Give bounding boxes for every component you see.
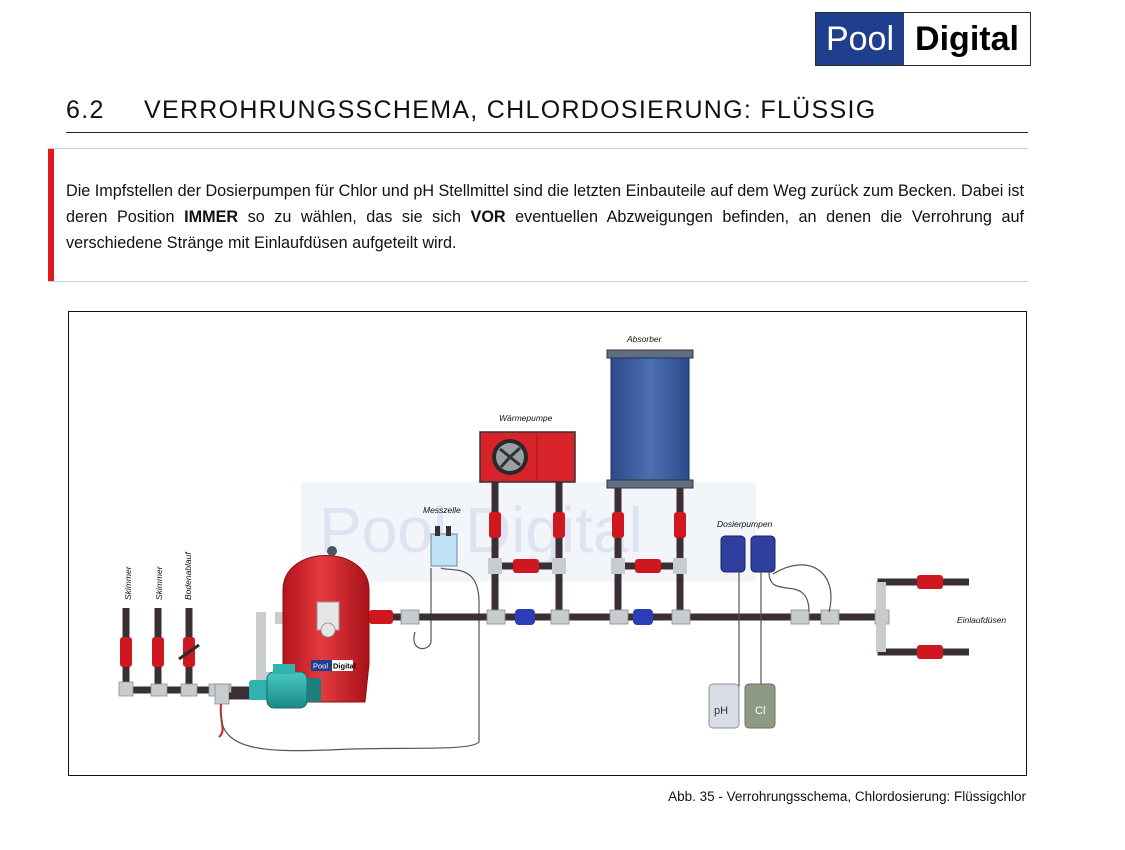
label-waermepumpe: Wärmepumpe xyxy=(499,413,553,423)
watermark-text: Pool Digital xyxy=(319,494,643,566)
sample-line-return xyxy=(220,602,480,752)
canister-cl-label: Cl xyxy=(755,705,765,717)
note-text-1: Die Impfstellen der Dosierpumpen für Chl… xyxy=(66,182,1024,226)
measuring-cell xyxy=(430,526,458,567)
suction-fittings xyxy=(118,681,232,705)
note-paragraph: Die Impfstellen der Dosierpumpen für Chl… xyxy=(66,178,1024,256)
logo-part-pool: Pool xyxy=(816,13,904,65)
figure-caption: Abb. 35 - Verrohrungsschema, Chlordosier… xyxy=(668,789,1026,804)
sample-line-cell xyxy=(413,568,432,650)
filter-logo-digital: Digital xyxy=(333,662,356,671)
note-bold-vor: VOR xyxy=(470,208,506,226)
note-accent-bar xyxy=(48,149,54,281)
note-text-3: eventuellen Abzweigungen befinden, an de… xyxy=(66,208,1024,252)
canister-ph-label: pH xyxy=(714,705,728,717)
label-bodenablauf: Bodenablauf xyxy=(183,551,193,600)
label-absorber: Absorber xyxy=(626,334,663,344)
sample-line-cell-2 xyxy=(440,567,480,603)
chemical-canisters: pH Cl xyxy=(708,683,776,729)
label-einlaufduesen: Einlaufdüsen xyxy=(957,615,1006,625)
heat-pump-valves xyxy=(488,512,566,574)
pool-digital-logo: Pool Digital xyxy=(815,12,1031,66)
solar-absorber xyxy=(606,349,694,617)
check-valves xyxy=(369,609,653,625)
circulation-pump xyxy=(229,664,321,709)
heat-pump xyxy=(479,431,576,617)
label-skimmer-2: Skimmer xyxy=(154,565,164,600)
suction-valves xyxy=(120,637,200,667)
piping-diagram: Pool Digital Skimmer Skimmer Bodenablauf… xyxy=(68,311,1027,776)
label-messzelle: Messzelle xyxy=(423,505,461,515)
info-note: Die Impfstellen der Dosierpumpen für Chl… xyxy=(48,148,1028,282)
filter-logo-pool: Pool xyxy=(313,662,328,671)
section-title: VERROHRUNGSSCHEMA, CHLORDOSIERUNG: FLÜSS… xyxy=(144,96,877,124)
logo-part-digital: Digital xyxy=(904,13,1030,65)
return-nozzles xyxy=(876,575,943,659)
label-dosierpumpen: Dosierpumpen xyxy=(717,519,773,529)
main-line-fittings xyxy=(400,609,890,625)
note-text-2: so zu wählen, das sie sich xyxy=(238,208,471,226)
label-skimmer-1: Skimmer xyxy=(123,565,133,600)
dosing-pumps xyxy=(720,535,832,687)
note-bold-immer: IMMER xyxy=(184,208,239,226)
section-heading: 6.2 VERROHRUNGSSCHEMA, CHLORDOSIERUNG: F… xyxy=(66,94,1028,133)
section-number: 6.2 xyxy=(66,96,105,124)
sand-filter: Pool Digital xyxy=(256,546,370,703)
